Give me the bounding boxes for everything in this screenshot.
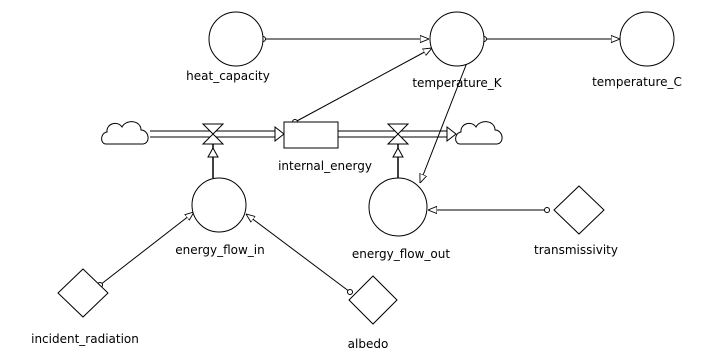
valve-stem-arrow bbox=[392, 146, 404, 158]
valve-stem-arrow bbox=[207, 146, 219, 158]
constant-incident-radiation[interactable] bbox=[57, 268, 109, 318]
connector-albedo-to-energy-flow-in[interactable] bbox=[246, 214, 353, 295]
converter-temperature-k[interactable] bbox=[429, 11, 485, 67]
label-heat-capacity: heat_capacity bbox=[186, 69, 270, 83]
sink-cloud-icon[interactable] bbox=[455, 121, 503, 145]
converter-energy-flow-in[interactable] bbox=[191, 177, 247, 233]
converter-energy-flow-out[interactable] bbox=[368, 177, 428, 237]
label-transmissivity: transmissivity bbox=[534, 243, 618, 257]
label-internal-energy: internal_energy bbox=[278, 159, 372, 173]
connector-heat-capacity-to-temperature-k[interactable] bbox=[260, 37, 430, 42]
outflow-pipe[interactable] bbox=[338, 125, 457, 143]
inflow-valve-icon[interactable] bbox=[201, 123, 225, 178]
connector-temperature-k-to-temperature-c[interactable] bbox=[481, 37, 621, 42]
converter-temperature-c[interactable] bbox=[619, 11, 675, 67]
connector-internal-energy-to-temperature-k[interactable] bbox=[292, 48, 433, 125]
label-albedo: albedo bbox=[348, 337, 389, 351]
connector-temperature-k-to-energy-flow-out[interactable] bbox=[420, 59, 469, 183]
label-temperature-k: temperature_K bbox=[412, 76, 502, 90]
converter-heat-capacity[interactable] bbox=[208, 11, 264, 67]
connector-origin-dot bbox=[544, 207, 550, 213]
label-temperature-c: temperature_C bbox=[592, 75, 682, 89]
stock-internal-energy[interactable] bbox=[283, 121, 339, 149]
connector-origin-dot bbox=[347, 289, 353, 295]
outflow-valve-icon[interactable] bbox=[386, 123, 410, 180]
source-cloud-icon[interactable] bbox=[101, 121, 149, 145]
label-energy-flow-out: energy_flow_out bbox=[352, 247, 450, 261]
inflow-arrowhead bbox=[274, 125, 285, 143]
outflow-arrowhead bbox=[446, 125, 457, 143]
constant-albedo[interactable] bbox=[348, 275, 398, 325]
constant-transmissivity[interactable] bbox=[553, 185, 605, 235]
label-incident-radiation: incident_radiation bbox=[31, 332, 139, 346]
label-energy-flow-in: energy_flow_in bbox=[175, 243, 264, 257]
connector-transmissivity-to-energy-flow-out[interactable] bbox=[428, 208, 550, 213]
